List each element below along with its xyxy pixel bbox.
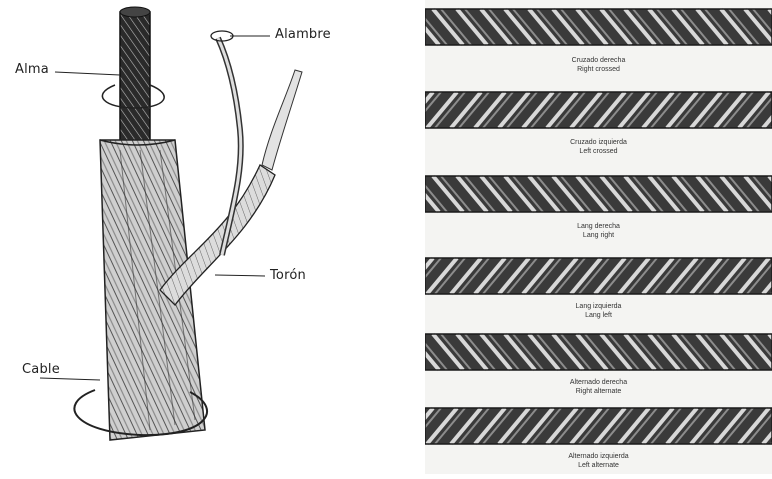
rope-sample-left-alternate (425, 402, 772, 450)
caption-en: Left crossed (425, 147, 772, 156)
rope-body (100, 140, 205, 440)
label-strand: Torón (270, 268, 306, 283)
rope-leader-line (40, 378, 100, 380)
caption-en: Left alternate (425, 461, 772, 470)
strand-leader-line (215, 275, 265, 276)
label-core: Alma (15, 62, 49, 77)
caption-es: Lang izquierda (425, 302, 772, 311)
rope-sample-left-crossed (425, 86, 772, 134)
rope-anatomy-diagram: Alma Alambre Torón Cable (0, 0, 400, 474)
caption-es: Alternado izquierda (425, 452, 772, 461)
caption-es: Cruzado izquierda (425, 138, 772, 147)
caption-en: Lang right (425, 231, 772, 240)
rope-lay-types-panel: Cruzado derecha Right crossed Cruzado iz… (425, 0, 772, 474)
label-rope: Cable (22, 362, 60, 377)
caption-en: Lang left (425, 311, 772, 320)
rope-sample-right-alternate (425, 328, 772, 376)
caption-es: Cruzado derecha (425, 56, 772, 65)
rope-illustration (0, 0, 400, 474)
caption-en: Right crossed (425, 65, 772, 74)
core-leader-line (55, 72, 120, 75)
label-wire: Alambre (275, 27, 331, 42)
caption-en: Right alternate (425, 387, 772, 396)
rope-sample-lang-left (425, 252, 772, 300)
core-strand (120, 7, 150, 144)
caption-es: Lang derecha (425, 222, 772, 231)
rope-sample-right-crossed (425, 3, 772, 51)
caption-es: Alternado derecha (425, 378, 772, 387)
rope-sample-lang-right (425, 170, 772, 218)
